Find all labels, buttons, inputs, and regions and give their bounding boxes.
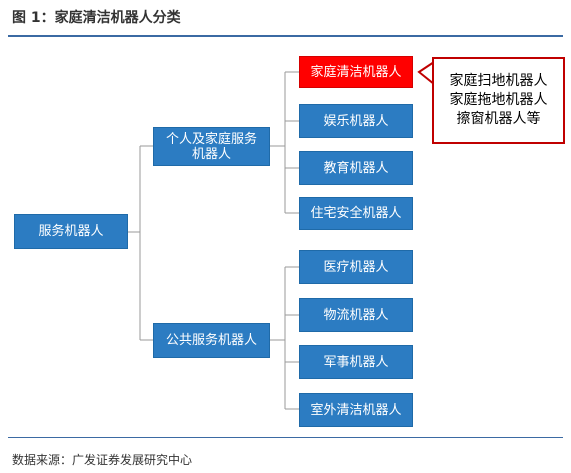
- child-node-entertainment: 娱乐机器人: [299, 104, 413, 138]
- child-node-outdoor-cleaning: 室外清洁机器人: [299, 393, 413, 427]
- child-node-military: 军事机器人: [299, 345, 413, 379]
- branch-node-personal-home: 个人及家庭服务 机器人: [153, 127, 270, 166]
- root-node: 服务机器人: [14, 214, 128, 249]
- callout-line: 家庭拖地机器人: [449, 92, 548, 108]
- source-rule: [8, 437, 563, 438]
- figure-title: 图 1：家庭清洁机器人分类: [12, 10, 181, 26]
- child-node-education: 教育机器人: [299, 151, 413, 185]
- source-note: 数据来源：广发证券发展研究中心: [12, 453, 193, 467]
- callout-line: 擦窗机器人等: [456, 111, 541, 127]
- child-node-medical: 医疗机器人: [299, 250, 413, 284]
- child-node-logistics: 物流机器人: [299, 298, 413, 332]
- callout-line: 家庭扫地机器人: [449, 73, 548, 89]
- child-node-home-security: 住宅安全机器人: [299, 197, 413, 230]
- branch-node-public: 公共服务机器人: [153, 323, 270, 358]
- child-node-home-cleaning: 家庭清洁机器人: [299, 56, 413, 88]
- callout-box: 家庭扫地机器人 家庭拖地机器人 擦窗机器人等: [432, 57, 565, 144]
- title-rule: [8, 35, 563, 37]
